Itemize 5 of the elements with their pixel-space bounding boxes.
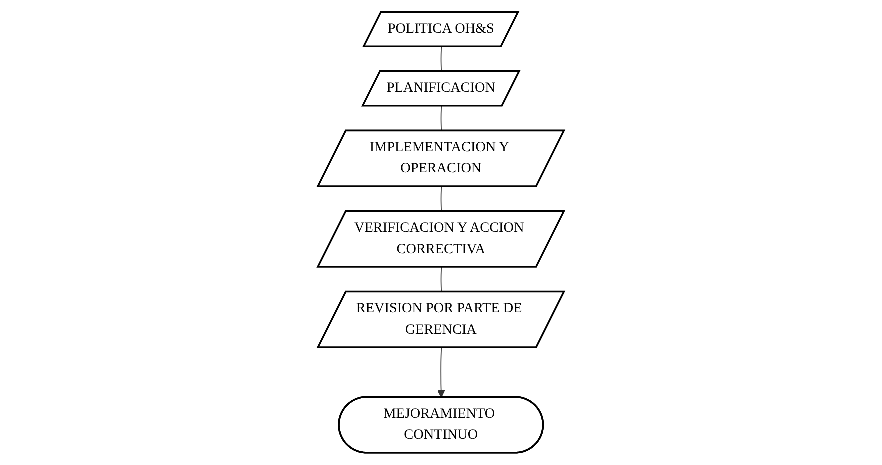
connector bbox=[440, 186, 442, 212]
connector bbox=[440, 267, 442, 293]
connector bbox=[440, 46, 442, 72]
connector bbox=[440, 106, 442, 132]
arrow bbox=[437, 348, 446, 398]
